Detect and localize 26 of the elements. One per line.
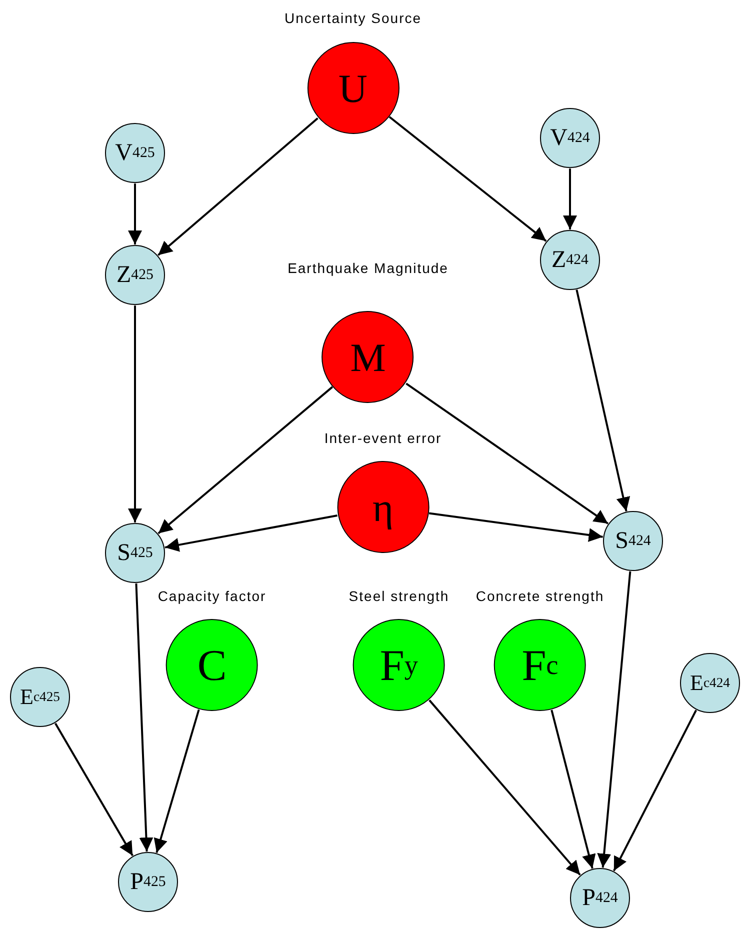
arrow: [128, 306, 142, 522]
node-circle: M: [322, 311, 414, 403]
arrow: [428, 512, 603, 542]
arrow: [406, 382, 609, 524]
node-heading: Earthquake Magnitude: [288, 260, 448, 277]
arrow: [388, 116, 547, 242]
arrow: [576, 290, 630, 512]
arrow: [613, 710, 697, 872]
arrow: [550, 710, 596, 869]
node-heading: Inter-event error: [324, 430, 442, 447]
arrow: [597, 571, 632, 868]
node-heading: Steel strength: [348, 588, 450, 605]
node-circle: U: [307, 42, 399, 134]
node-circle: C: [166, 619, 258, 711]
arrow: [164, 514, 338, 552]
arrow: [128, 184, 142, 244]
node-heading: Capacity factor: [158, 588, 266, 605]
node-heading: Uncertainty Source: [284, 10, 422, 27]
arrow: [135, 583, 154, 852]
arrow: [154, 709, 200, 854]
arrow: [563, 168, 577, 230]
arrow: [158, 386, 334, 534]
arrow: [158, 118, 318, 256]
node-circle: η: [337, 461, 429, 553]
arrow: [54, 722, 134, 856]
node-heading: Concrete strength: [476, 588, 604, 605]
